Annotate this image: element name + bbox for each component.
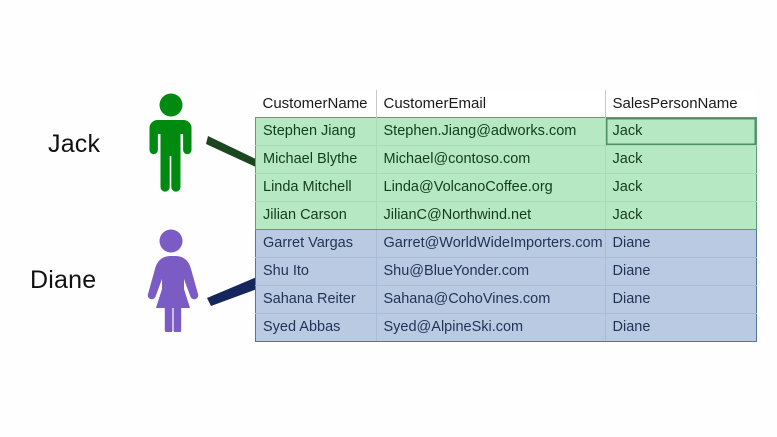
customer-sales-table: CustomerName CustomerEmail SalesPersonNa… [255, 90, 757, 342]
cell-customer-name[interactable]: Shu Ito [255, 257, 377, 286]
table-row[interactable]: Garret Vargas Garret@WorldWideImporters.… [255, 229, 757, 258]
cell-customer-name[interactable]: Syed Abbas [255, 313, 377, 342]
cell-customer-name[interactable]: Garret Vargas [255, 229, 377, 258]
cell-customer-email[interactable]: Michael@contoso.com [376, 145, 606, 174]
cell-customer-email[interactable]: Shu@BlueYonder.com [376, 257, 606, 286]
table-row[interactable]: Stephen Jiang Stephen.Jiang@adworks.com … [255, 117, 757, 146]
table-row[interactable]: Shu Ito Shu@BlueYonder.com Diane [255, 257, 757, 286]
cell-customer-email[interactable]: Stephen.Jiang@adworks.com [376, 117, 606, 146]
cell-customer-email[interactable]: JilianC@Northwind.net [376, 201, 606, 230]
cell-salesperson-name[interactable]: Diane [605, 257, 757, 286]
table-row[interactable]: Jilian Carson JilianC@Northwind.net Jack [255, 201, 757, 230]
cell-customer-name[interactable]: Michael Blythe [255, 145, 377, 174]
table-row[interactable]: Michael Blythe Michael@contoso.com Jack [255, 145, 757, 174]
person-group-jack: Jack [48, 92, 284, 196]
cell-salesperson-name[interactable]: Jack [605, 201, 757, 230]
cell-customer-name[interactable]: Stephen Jiang [255, 117, 377, 146]
cell-customer-email[interactable]: Linda@VolcanoCoffee.org [376, 173, 606, 202]
cell-salesperson-name[interactable]: Diane [605, 313, 757, 342]
cell-customer-name[interactable]: Sahana Reiter [255, 285, 377, 314]
cell-salesperson-name[interactable]: Diane [605, 229, 757, 258]
cell-salesperson-name[interactable]: Jack [605, 145, 757, 174]
column-header-customer-email[interactable]: CustomerEmail [376, 90, 606, 118]
cell-salesperson-name[interactable]: Jack [605, 117, 757, 146]
cell-customer-name[interactable]: Jilian Carson [255, 201, 377, 230]
table-row[interactable]: Syed Abbas Syed@AlpineSki.com Diane [255, 313, 757, 342]
person-group-diane: Diane [30, 228, 284, 332]
female-figure-icon [147, 229, 199, 332]
male-figure-icon [149, 93, 192, 192]
cell-customer-email[interactable]: Sahana@CohoVines.com [376, 285, 606, 314]
cell-salesperson-name[interactable]: Diane [605, 285, 757, 314]
person-label-jack: Jack [48, 129, 101, 158]
cell-customer-name[interactable]: Linda Mitchell [255, 173, 377, 202]
cell-salesperson-name[interactable]: Jack [605, 173, 757, 202]
cell-customer-email[interactable]: Syed@AlpineSki.com [376, 313, 606, 342]
table-row[interactable]: Sahana Reiter Sahana@CohoVines.com Diane [255, 285, 757, 314]
column-header-customer-name[interactable]: CustomerName [255, 90, 377, 118]
cell-customer-email[interactable]: Garret@WorldWideImporters.com [376, 229, 606, 258]
person-label-diane: Diane [30, 265, 97, 294]
column-header-salesperson-name[interactable]: SalesPersonName [605, 90, 757, 118]
table-row[interactable]: Linda Mitchell Linda@VolcanoCoffee.org J… [255, 173, 757, 202]
table-header-row: CustomerName CustomerEmail SalesPersonNa… [255, 90, 757, 118]
